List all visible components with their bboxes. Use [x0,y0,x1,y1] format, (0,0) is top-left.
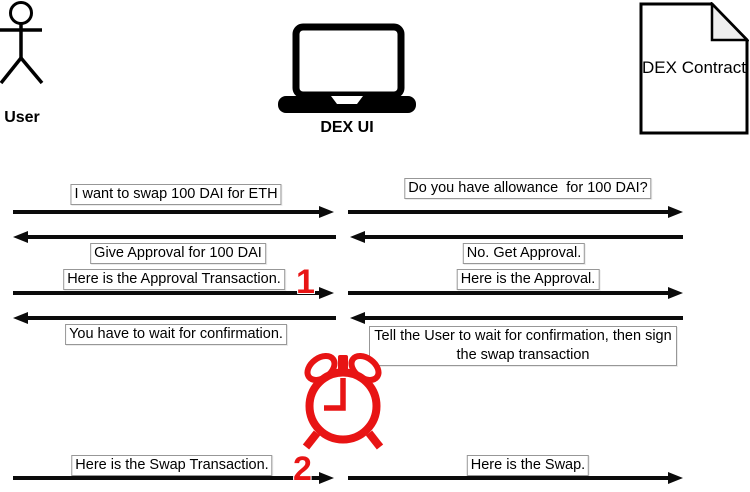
actor-dex-ui-label: DEX UI [320,119,374,136]
actor-dex-ui [277,22,417,115]
message-label-here-is-swap: Here is the Swap. [466,455,590,476]
laptop-icon [278,23,416,113]
message-label-swap-request: I want to swap 100 DAI for ETH [70,184,282,205]
step-number-1: 1 [296,263,315,301]
document-icon [639,2,749,135]
actor-dex-contract [639,2,749,135]
actor-user [0,0,45,86]
message-label-tell-user-wait: Tell the User to wait for confirmation, … [369,326,677,366]
message-label-approval-transaction: Here is the Approval Transaction. [63,269,285,290]
person-icon [0,1,44,85]
actor-dex-contract-label: DEX Contract [642,58,746,77]
step-number-2: 2 [293,450,312,488]
message-label-give-approval: Give Approval for 100 DAI [90,243,266,264]
alarm-clock-icon [297,353,389,453]
message-label-wait-confirmation: You have to wait for confirmation. [65,324,287,345]
message-label-allowance-question: Do you have allowance for 100 DAI? [404,178,652,199]
message-label-no-get-approval: No. Get Approval. [462,243,586,264]
message-label-swap-transaction: Here is the Swap Transaction. [71,455,273,476]
actor-user-label: User [4,109,40,126]
message-label-here-is-approval: Here is the Approval. [456,269,600,290]
